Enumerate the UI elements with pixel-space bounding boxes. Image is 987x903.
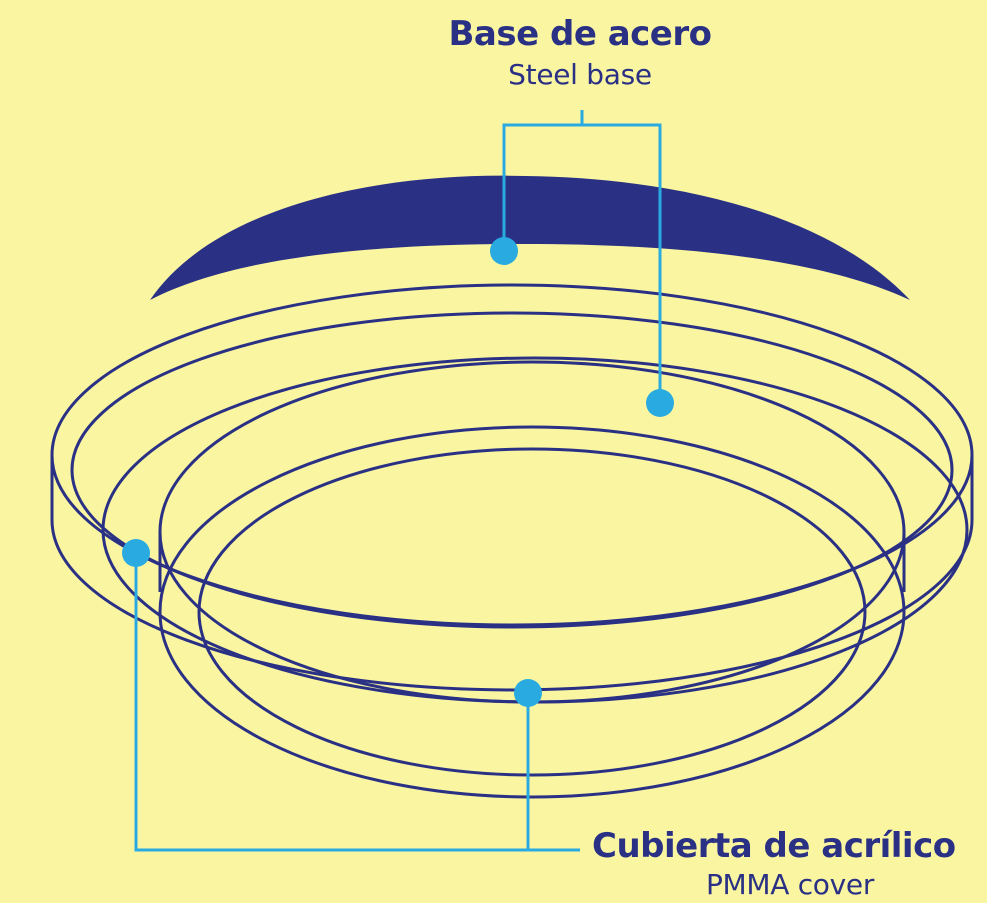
steel-base-label-es: Base de acero xyxy=(448,14,712,54)
acrylic-cover-outer xyxy=(158,425,906,799)
cover-marker-dot xyxy=(514,679,542,707)
steel-marker-dot xyxy=(490,237,518,265)
steel-base-rim xyxy=(150,175,910,300)
acrylic-cover-label-en: PMMA cover xyxy=(705,868,875,901)
steel-marker-dot xyxy=(646,389,674,417)
outer-shell-top xyxy=(50,283,974,627)
acrylic-cover-label-es: Cubierta de acrílico xyxy=(592,826,956,866)
cover-marker-dot xyxy=(122,539,150,567)
outer-shell-wall xyxy=(50,455,974,692)
cover-leader-line xyxy=(134,553,580,852)
acrylic-cover-inner xyxy=(197,447,867,777)
outer-shell-inner-edge xyxy=(70,311,954,629)
steel-base-label-en: Steel base xyxy=(508,58,652,91)
